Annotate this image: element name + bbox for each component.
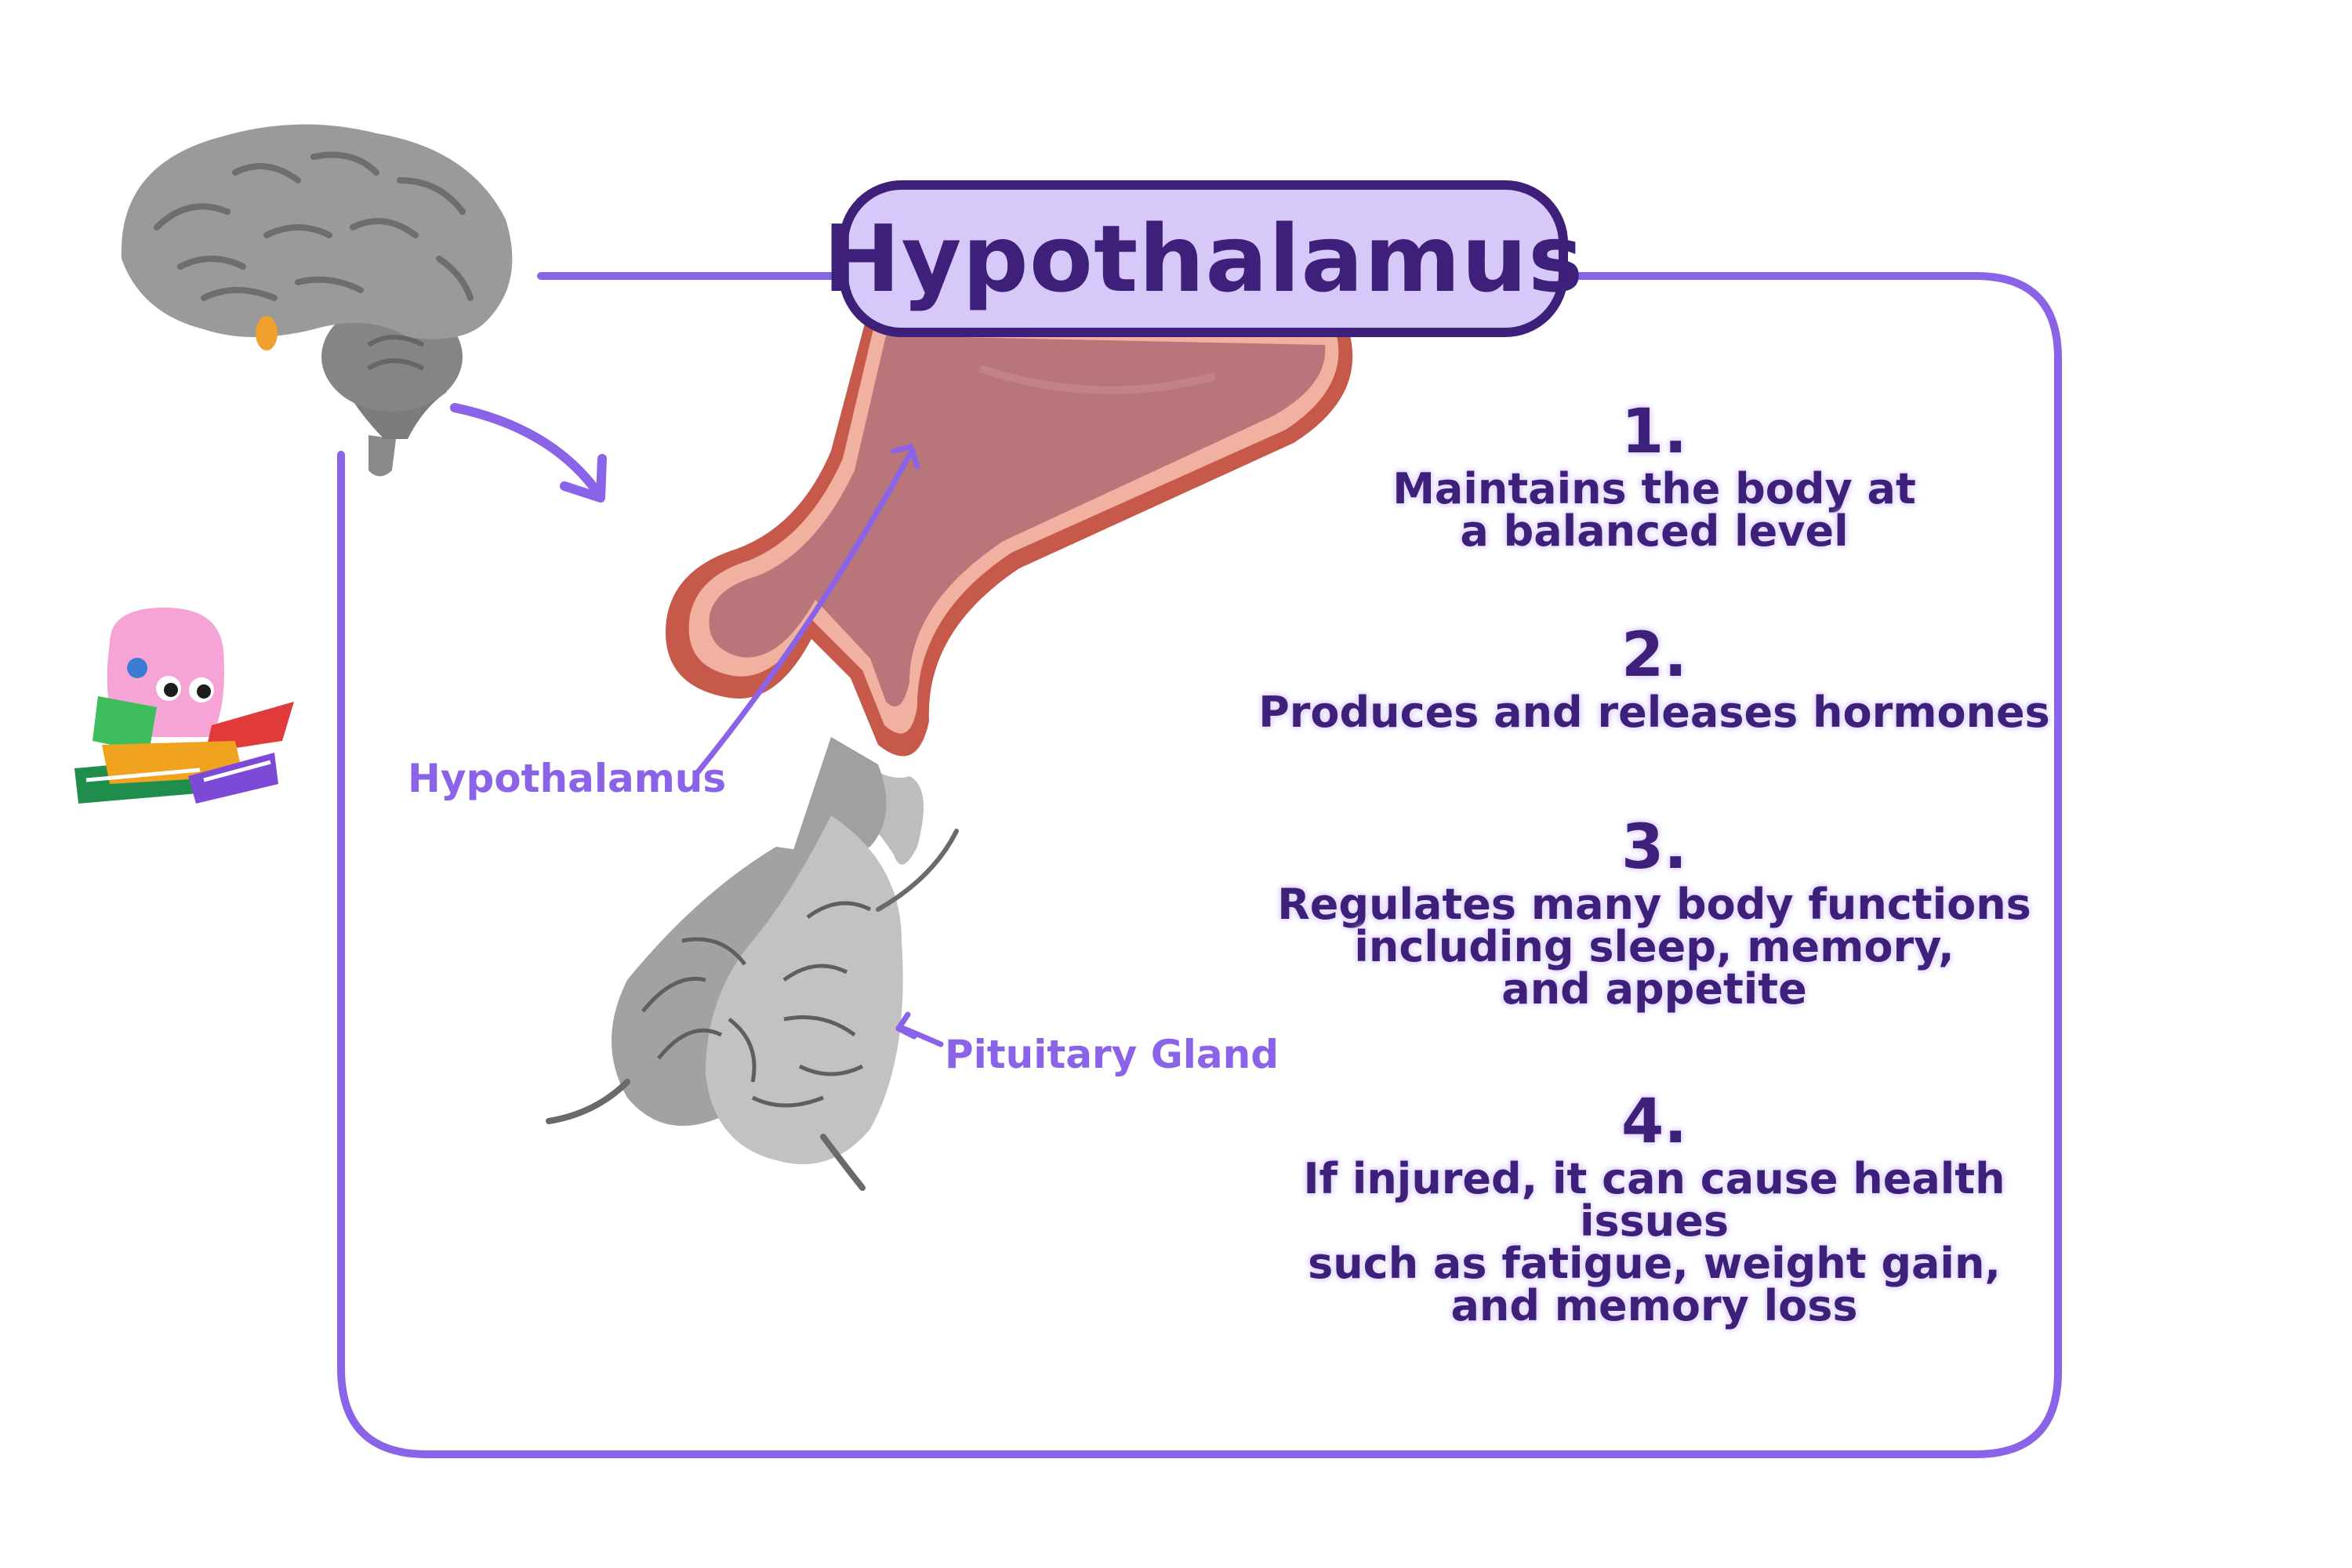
fact-text: Maintains the body at a balanced level	[1392, 464, 1916, 556]
books-icon	[74, 741, 278, 804]
fact-number: 2.	[1621, 620, 1687, 691]
pituitary-gland-label: Pituitary Gland	[945, 1032, 1279, 1077]
content-frame	[337, 272, 2062, 1458]
pituitary-gland-illustration	[546, 737, 959, 1191]
fact-text: If injured, it can cause health issues s…	[1303, 1154, 2005, 1330]
title-badge: Hypothalamus	[823, 180, 1583, 337]
fact-number: 4.	[1621, 1087, 1687, 1157]
fact-item-1: 1. Maintains the body at a balanced leve…	[1223, 396, 2085, 553]
hypothalamus-pointer	[695, 452, 913, 775]
hypothalamus-label: Hypothalamus	[408, 756, 727, 801]
fact-number: 1.	[1621, 397, 1687, 467]
reading-mascot-icon	[93, 608, 294, 753]
fact-item-4: 4. If injured, it can cause health issue…	[1223, 1086, 2085, 1327]
hypothalamus-illustration	[666, 318, 1353, 757]
zoom-arrow	[450, 403, 601, 495]
fact-text: Produces and releases hormones	[1258, 688, 2050, 737]
fact-item-3: 3. Regulates many body functions includi…	[1223, 811, 2085, 1011]
fact-number: 3.	[1621, 812, 1687, 883]
fact-text: Regulates many body functions including …	[1277, 880, 2031, 1014]
brain-icon	[121, 124, 513, 477]
fact-item-2: 2. Produces and releases hormones	[1223, 619, 2085, 734]
page-title: Hypothalamus	[822, 205, 1584, 313]
